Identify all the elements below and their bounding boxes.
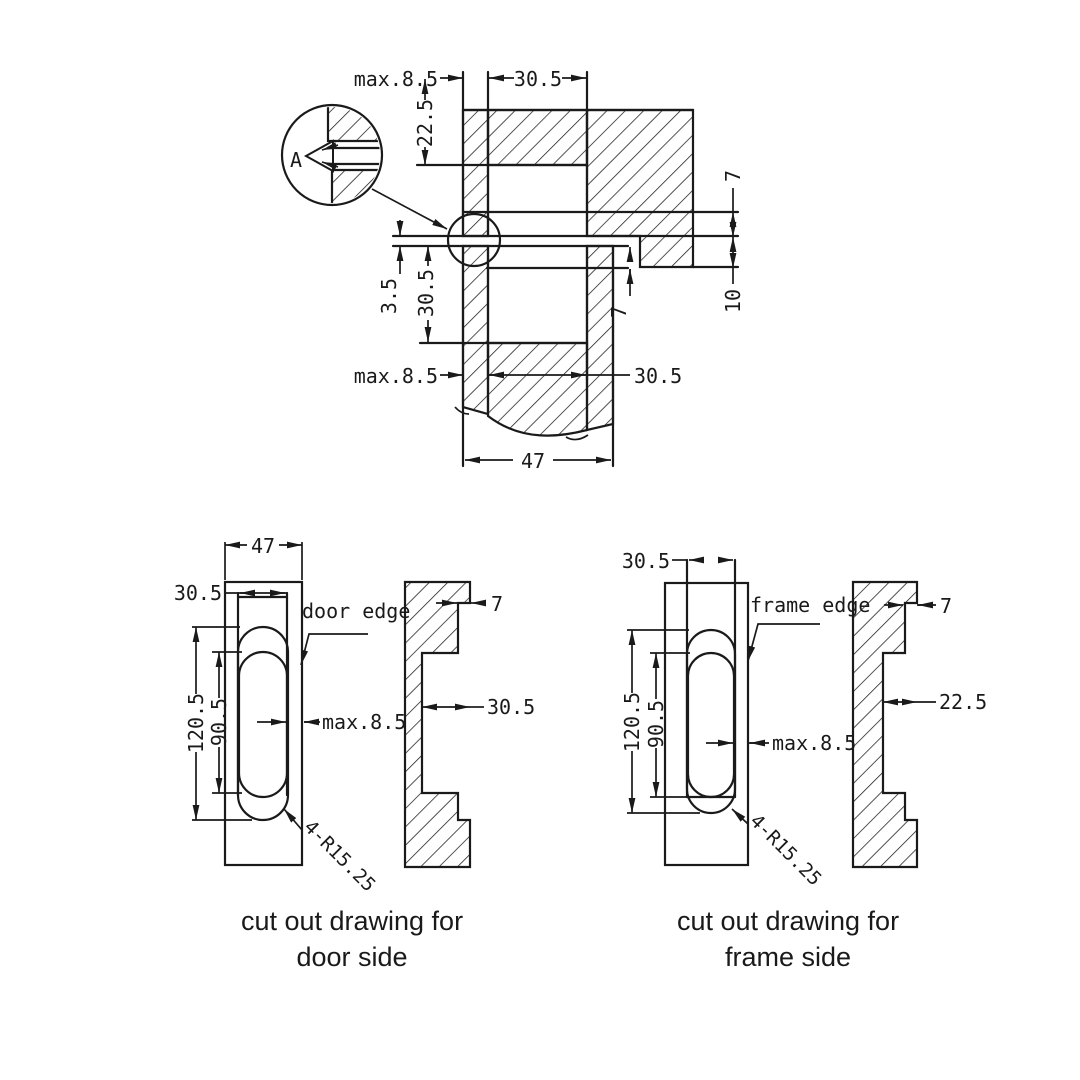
top-dim-7-10-right: 7 10 <box>721 170 745 313</box>
frame-dim-305: 30.5 <box>622 549 733 573</box>
door-side-dim-7-text: 7 <box>491 592 503 616</box>
dim-305-top: 30.5 <box>514 67 562 91</box>
door-dim-1205-text: 120.5 <box>184 693 208 753</box>
door-caption-line1: cut out drawing for <box>241 906 463 936</box>
frame-dim-1205-905: 120.5 90.5 <box>620 629 700 814</box>
door-dim-max85-text: max.8.5 <box>322 710 406 734</box>
top-section-hatched-bodies <box>454 108 695 441</box>
frame-caption-line2: frame side <box>725 942 851 972</box>
dim-35-left: 3.5 <box>377 278 401 314</box>
door-dim-905-text: 90.5 <box>207 698 231 746</box>
frame-dim-305-text: 30.5 <box>622 549 670 573</box>
frame-caption-line1: cut out drawing for <box>677 906 899 936</box>
frame-dim-max85-text: max.8.5 <box>772 731 856 755</box>
dim-305-bottom: 30.5 <box>634 364 682 388</box>
door-side-dim-305-text: 30.5 <box>487 695 535 719</box>
top-dim-row-upper: max.8.5 30.5 <box>354 67 586 91</box>
dim-7-mid: 7 <box>607 306 631 318</box>
detail-target-circle <box>446 212 502 268</box>
top-dim-7-mid: 7 <box>607 247 634 318</box>
frame-edge-label: frame edge <box>747 593 870 662</box>
detail-label-a: A <box>290 148 302 172</box>
top-dim-35-305: 3.5 30.5 <box>377 220 438 342</box>
door-side-drawing: 47 30.5 120.5 90.5 max.8.5 <box>174 534 535 972</box>
top-dim-row-lower: max.8.5 30.5 <box>354 364 682 388</box>
frame-side-dim-7-text: 7 <box>940 594 952 618</box>
frame-side-dim-225-text: 22.5 <box>939 690 987 714</box>
dim-47-top-view: 47 <box>521 449 545 473</box>
frame-caption: cut out drawing for frame side <box>677 906 899 972</box>
frame-edge-text: frame edge <box>750 593 870 617</box>
door-dim-305: 30.5 <box>174 581 287 605</box>
door-dim-max85: max.8.5 <box>257 710 406 734</box>
door-caption: cut out drawing for door side <box>241 906 463 972</box>
top-dim-225: 22.5 <box>413 79 437 165</box>
door-dim-1205-905: 120.5 90.5 <box>184 626 252 821</box>
dim-7-right: 7 <box>721 170 745 182</box>
frame-radius-label: 4-R15.25 <box>731 808 826 890</box>
dim-max85-bottom: max.8.5 <box>354 364 438 388</box>
door-front-view <box>223 580 304 867</box>
door-edge-text: door edge <box>302 599 410 623</box>
door-edge-label: door edge <box>300 599 410 666</box>
door-radius-text: 4-R15.25 <box>299 816 379 896</box>
door-radius-label: 4-R15.25 <box>283 808 380 896</box>
door-dim-305-text: 30.5 <box>174 581 222 605</box>
door-caption-line2: door side <box>296 942 407 972</box>
frame-dim-905-text: 90.5 <box>644 700 668 748</box>
door-dim-47-text: 47 <box>251 534 275 558</box>
top-section-geometry <box>391 70 740 468</box>
door-side-section: 7 30.5 <box>403 580 535 869</box>
frame-dim-1205-text: 120.5 <box>620 692 644 752</box>
frame-radius-text: 4-R15.25 <box>745 810 825 890</box>
dim-225: 22.5 <box>413 99 437 147</box>
frame-dim-max85: max.8.5 <box>706 731 856 755</box>
dim-10-right: 10 <box>721 289 745 313</box>
top-section-view: max.8.5 30.5 22.5 3.5 30.5 7 <box>280 67 745 473</box>
frame-front-view <box>663 558 750 867</box>
dim-305-left: 30.5 <box>414 269 438 317</box>
door-dim-47: 47 <box>224 534 303 580</box>
frame-side-drawing: 30.5 120.5 90.5 max.8.5 frame edge <box>620 549 987 972</box>
frame-side-section: 7 22.5 <box>851 580 987 869</box>
top-dim-47: 47 <box>465 449 611 473</box>
